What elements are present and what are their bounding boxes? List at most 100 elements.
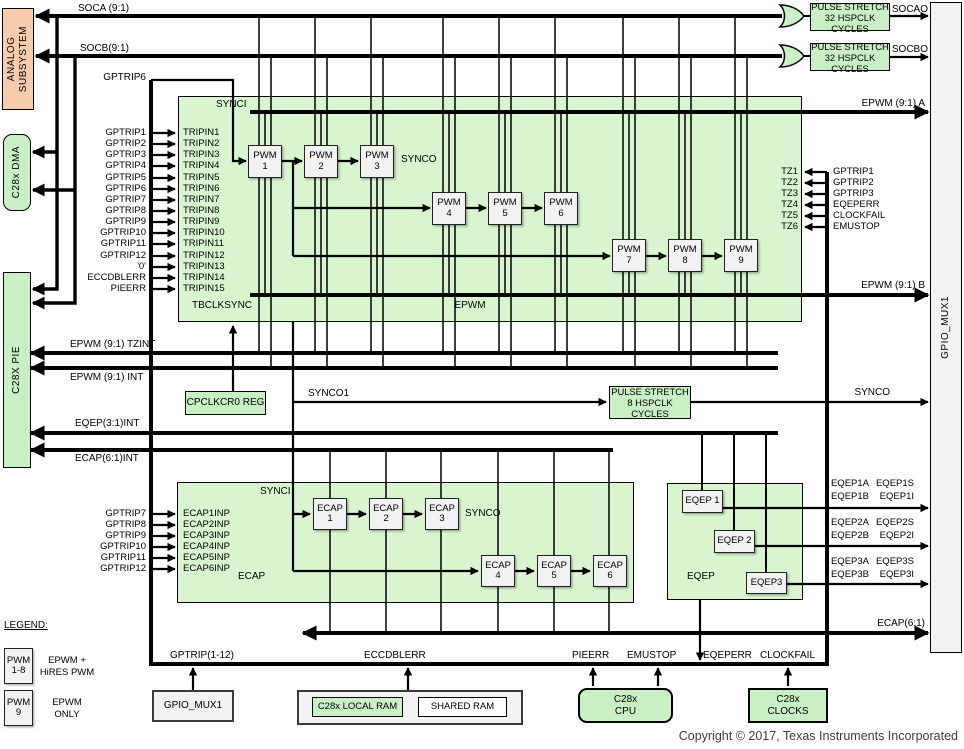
shared-ram-box: SHARED RAM [418,697,507,717]
ecap-source-label-1: GPTRIP7 [105,508,146,519]
eqep1-i-label: EQEP1I [879,491,914,502]
c28x-dma-label: C28x DMA [11,146,22,199]
tz-source-label-2: GPTRIP2 [833,177,874,188]
soca-riser [31,16,59,296]
eqep2-b-label: EQEP2B [830,530,869,541]
ecap-pin-label-6: ECAP6INP [183,563,230,574]
trip-pin-label-7: TRIPIN7 [183,194,220,205]
trip-pin-label-12: TRIPIN12 [183,250,225,261]
trip-source-label-14: ECCDBLERR [87,272,146,283]
ecap-pin-label-4: ECAP4INP [183,541,230,552]
eqep2-i-label: EQEP2I [879,530,914,541]
trip-source-label-6: GPTRIP6 [105,183,146,194]
c28x-local-ram-box: C28x LOCAL RAM [312,697,403,717]
eqep3-s-label: EQEP3S [875,556,914,567]
epwm-a-bus-label: EPWM (9:1) A [861,98,925,109]
copyright-text: Copyright © 2017, Texas Instruments Inco… [678,729,958,743]
eqep2-s-label: EQEP2S [875,517,914,528]
trip-source-label-8: GPTRIP8 [105,205,146,216]
ecap-unit-5: ECAP 5 [537,555,571,587]
tz-source-label-5: CLOCKFAIL [833,210,886,221]
tz-source-label-6: EMUSTOP [833,221,880,232]
ecap-pin-label-3: ECAP3INP [183,530,230,541]
tz-pin-label-2: TZ2 [781,177,798,188]
eqep-int-bus-label: EQEP(3:1)INT [75,418,140,429]
gpio-mux1-bar-label: GPIO_MUX1 [940,296,951,359]
pieerr-label: PIEERR [572,650,610,661]
pwm-unit-6: PWM 6 [544,192,578,225]
legend-pwm9-desc: EPWM ONLY [52,697,82,720]
trip-pin-label-1: TRIPIN1 [183,127,220,138]
trip-pin-label-13: TRIPIN13 [183,261,225,272]
pwm-unit-7: PWM 7 [612,239,646,272]
ecap-source-label-3: GPTRIP9 [105,530,146,541]
legend-pwm18-box: PWM 1-8 [4,648,33,684]
trip-source-label-10: GPTRIP10 [100,227,146,238]
ecap-synco-label: SYNCO [465,508,501,519]
socao-label: SOCAO [891,4,928,15]
trip-pin-label-11: TRIPIN11 [183,238,225,249]
trip-pin-label-10: TRIPIN10 [183,227,225,238]
soca-bus-label: SOCA (9:1) [78,3,130,14]
socb-bus-label: SOCB(9:1) [80,43,129,54]
eqep3-b-label: EQEP3B [830,569,869,580]
epwm-synci-label: SYNCI [216,99,247,110]
trip-source-label-13: '0' [137,261,146,272]
tbclksync-label: TBCLKSYNC [192,300,253,311]
gpio-mux1-bottom-box: GPIO_MUX1 [152,690,234,722]
tzint-bus-label: EPWM (9:1) TZINT [70,339,156,350]
pwm-unit-5: PWM 5 [488,192,522,225]
ecap-block-label: ECAP [238,571,266,582]
epwm-synco-label: SYNCO [401,154,437,165]
c28x-clocks-box: C28x CLOCKS [748,688,828,723]
epwm-block-label: EPWM [454,300,486,311]
pulse-stretch-32-a-box: PULSE STRETCH 32 HSPCLK CYCLES [810,0,890,34]
pulse-stretch-32-b-box: PULSE STRETCH 32 HSPCLK CYCLES [810,40,890,74]
trip-pin-label-9: TRIPIN9 [183,216,220,227]
ecap-unit-1: ECAP 1 [313,498,347,530]
trip-pin-label-15: TRIPIN15 [183,283,225,294]
trip-pin-label-14: TRIPIN14 [183,272,225,283]
eqep1-b-label: EQEP1B [830,491,869,502]
emustop-label: EMUSTOP [627,650,677,661]
pulse-stretch-8-box: PULSE STRETCH 8 HSPCLK CYCLES [609,386,691,419]
ecap-unit-3: ECAP 3 [425,498,459,530]
ecap-source-label-2: GPTRIP8 [105,519,146,530]
ecap-synci-label: SYNCI [260,486,291,497]
legend-pwm18-desc: EPWM + HiRES PWM [39,655,95,678]
trip-pin-label-4: TRIPIN4 [183,160,220,171]
eqep1-s-label: EQEP1S [875,478,914,489]
pwm-unit-1: PWM 1 [248,145,282,178]
trip-source-label-12: GPTRIP12 [100,250,146,261]
ecap-int-bus-label: ECAP(6:1)INT [75,453,139,464]
or-gate-soca [778,4,805,28]
ecap-pin-label-2: ECAP2INP [183,519,230,530]
legend-pwm9-box: PWM 9 [4,690,33,726]
eqep-unit-2: EQEP 2 [714,530,755,553]
ecap-source-label-4: GPTRIP10 [100,541,146,552]
ecap-unit-2: ECAP 2 [369,498,403,530]
ecap-unit-4: ECAP 4 [481,555,515,587]
int-bus-label: EPWM (9:1) INT [70,372,144,383]
trip-pin-label-5: TRIPIN5 [183,172,220,183]
trip-source-label-4: GPTRIP4 [105,160,146,171]
tz-source-label-4: EQEPERR [833,199,880,210]
c28x-dma-box: C28x DMA [3,134,31,211]
pwm-unit-8: PWM 8 [668,239,702,272]
pwm-unit-9: PWM 9 [724,239,758,272]
synco-label: SYNCO [854,387,890,398]
eqep-unit-3: EQEP3 [746,572,787,594]
gpio-mux1-bar: GPIO_MUX1 [930,2,962,653]
trip-source-label-3: GPTRIP3 [105,149,146,160]
ecap61-bus-label: ECAP(6:1) [877,618,925,629]
synco1-label: SYNCO1 [308,388,350,399]
c28x-pie-box: C28X PIE [3,272,31,468]
ecap-pin-label-1: ECAP1INP [183,508,230,519]
analog-subsystem-box: ANALOG SUBSYSTEM [2,8,34,110]
eqep-block-label: EQEP [687,571,715,582]
gptrip-bus-label: GPTRIP(1-12) [170,650,234,661]
tz-source-label-3: GPTRIP3 [833,188,874,199]
c28x-cpu-box: C28x CPU [578,688,673,723]
clockfail-label: CLOCKFAIL [760,650,816,661]
eccdblerr-label: ECCDBLERR [364,650,426,661]
